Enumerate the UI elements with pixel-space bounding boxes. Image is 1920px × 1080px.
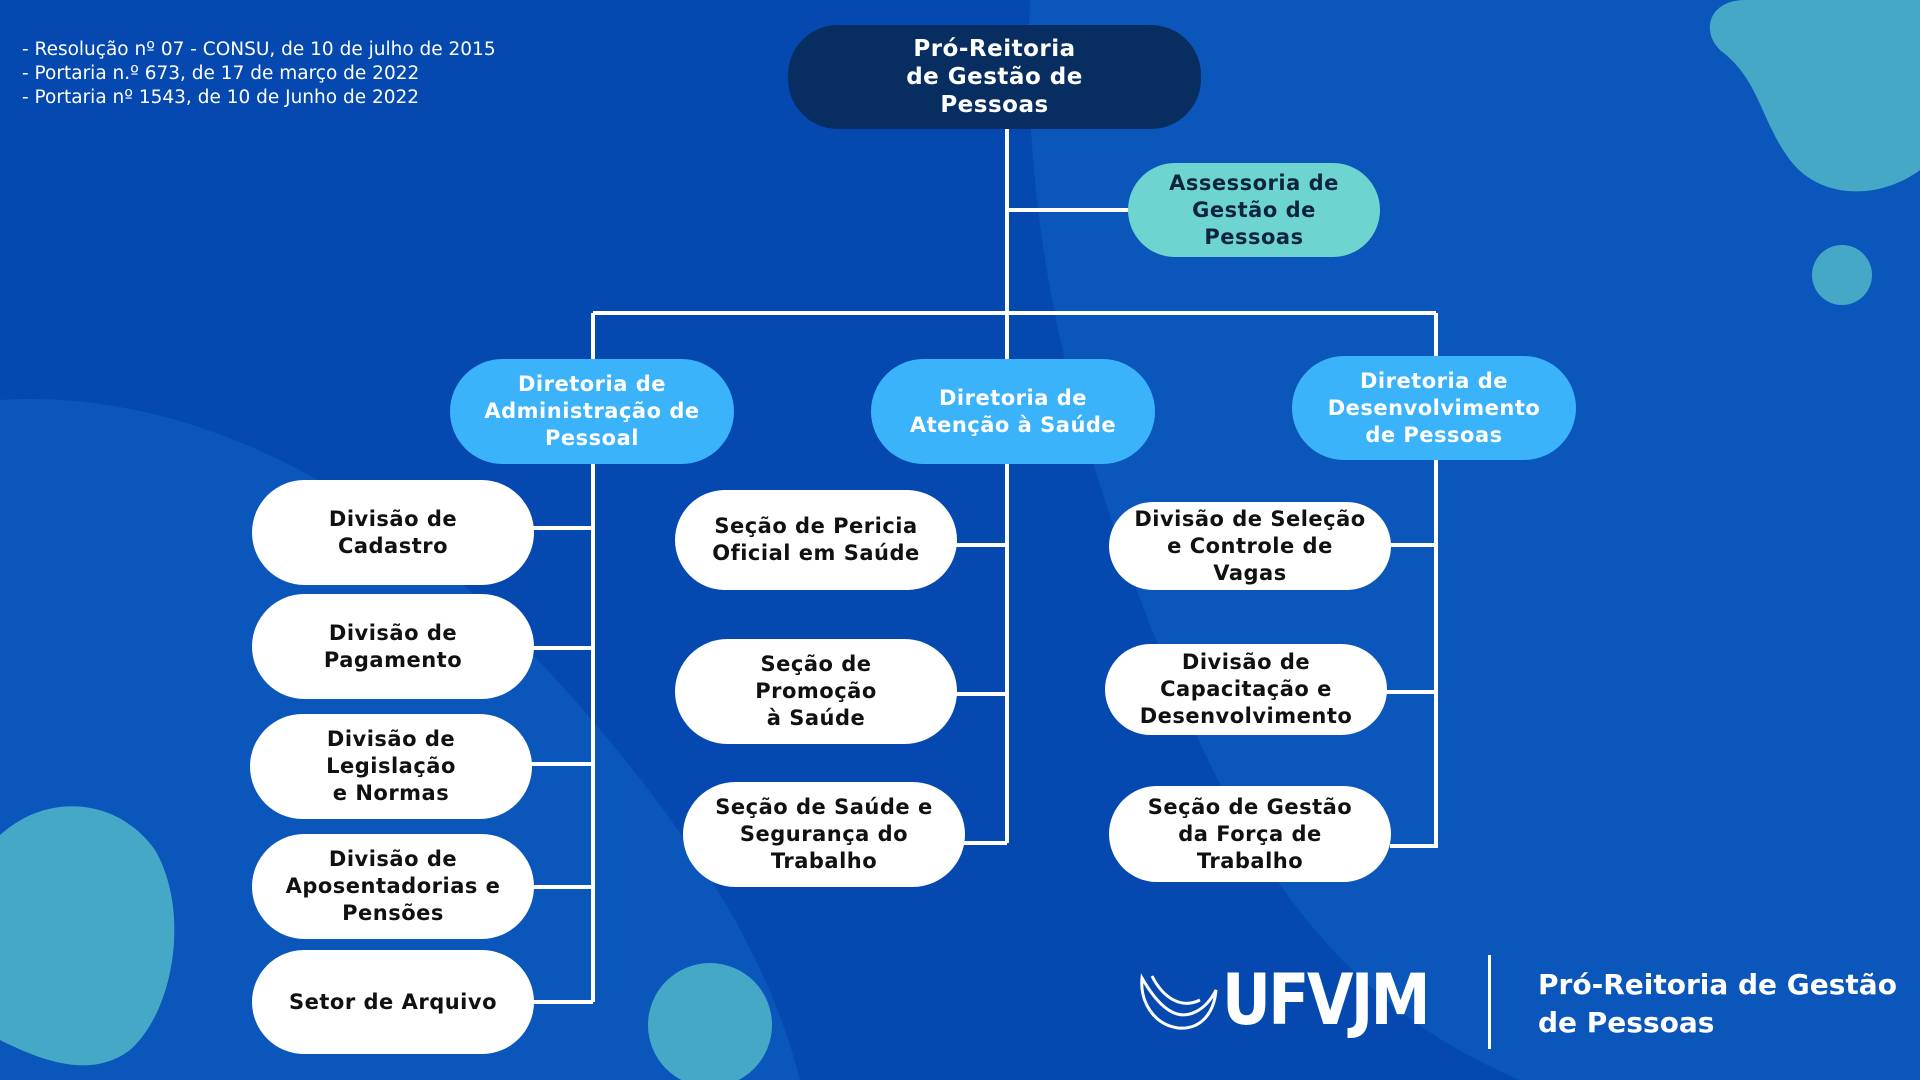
background-dot-right [1812, 245, 1872, 305]
unit-node: Seção de Gestão da Força de Trabalho [1109, 786, 1391, 882]
unit-node: Divisão de Pagamento [252, 594, 534, 699]
ufvjm-logo-icon [1140, 973, 1218, 1030]
brand-divider [1488, 955, 1491, 1049]
background-blob-bottom-left [0, 806, 175, 1066]
directorate-node: Diretoria de Desenvolvimento de Pessoas [1292, 356, 1576, 460]
advisory-node: Assessoria de Gestão de Pessoas [1128, 163, 1380, 257]
root-node: Pró-Reitoria de Gestão de Pessoas [788, 25, 1201, 129]
reference-line: - Resolução nº 07 - CONSU, de 10 de julh… [22, 39, 496, 60]
unit-node: Divisão de Capacitação e Desenvolvimento [1105, 644, 1387, 735]
brand-logo-text: UFVJM [1222, 959, 1431, 1041]
unit-node: Seção de Saúde e Segurança do Trabalho [683, 782, 965, 887]
reference-line: - Portaria n.º 673, de 17 de março de 20… [22, 63, 420, 84]
directorate-node: Diretoria de Administração de Pessoal [450, 359, 734, 464]
directorate-node: Diretoria de Atenção à Saúde [871, 359, 1155, 464]
unit-node: Divisão de Seleção e Controle de Vagas [1109, 502, 1391, 590]
unit-node: Divisão de Cadastro [252, 480, 534, 585]
unit-node: Divisão de Legislação e Normas [250, 714, 532, 819]
background-dot-bottom [648, 963, 772, 1080]
reference-line: - Portaria nº 1543, de 10 de Junho de 20… [22, 87, 420, 108]
background-blob-top-right [1709, 0, 1920, 192]
brand-subtitle: Pró-Reitoria de Gestão de Pessoas [1538, 968, 1897, 1039]
unit-node: Seção de Promoção à Saúde [675, 639, 957, 744]
unit-node: Seção de Pericia Oficial em Saúde [675, 490, 957, 590]
unit-node: Divisão de Aposentadorias e Pensões [252, 834, 534, 939]
legal-references: - Resolução nº 07 - CONSU, de 10 de julh… [22, 38, 496, 110]
unit-node: Setor de Arquivo [252, 950, 534, 1054]
